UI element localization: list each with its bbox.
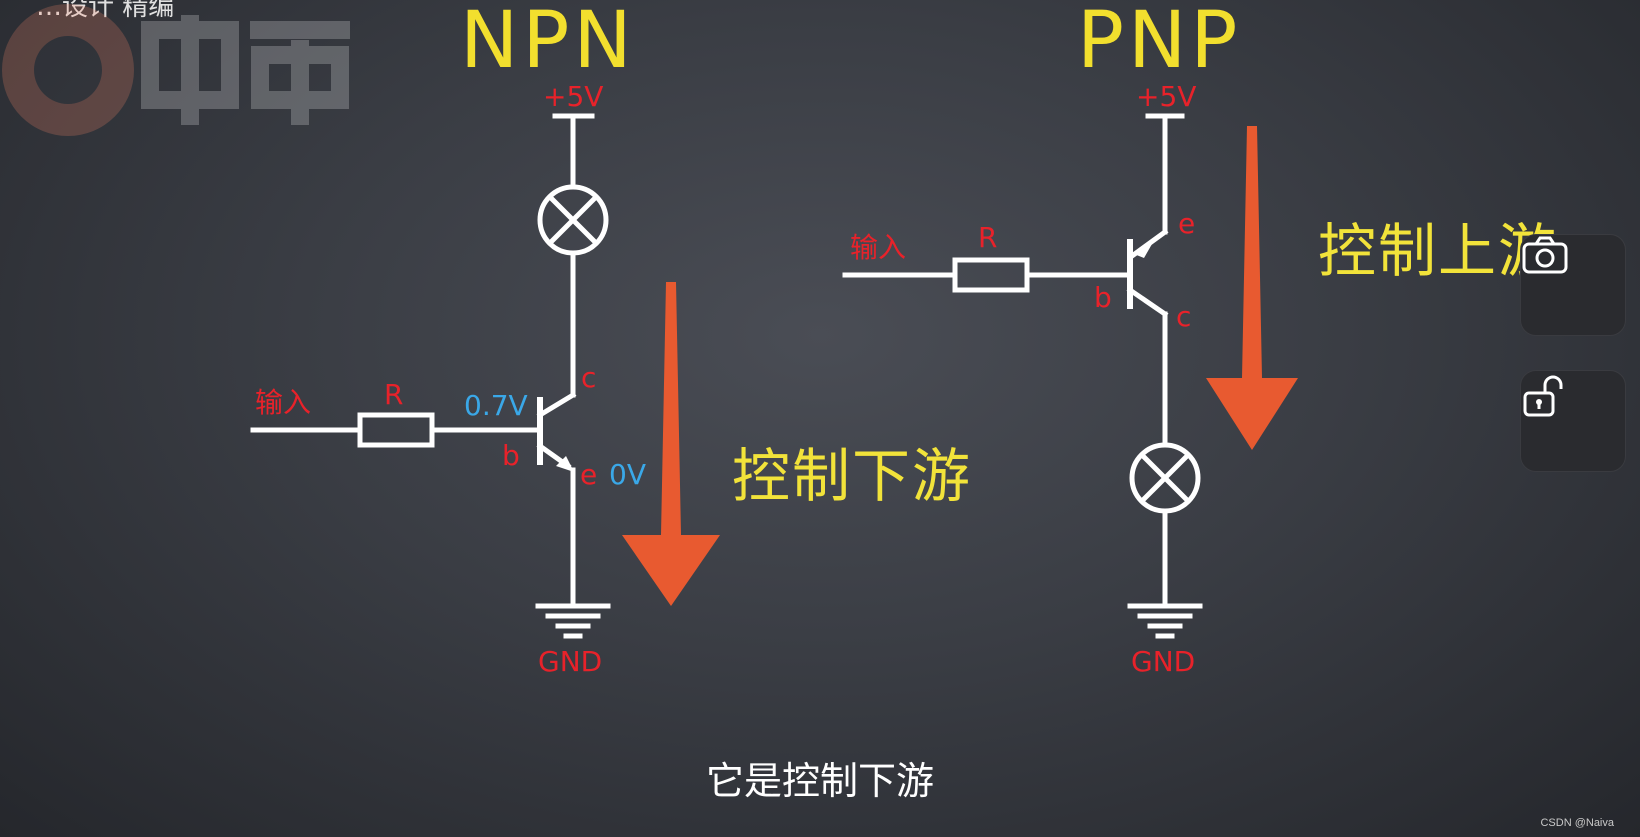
- npn-input-label: 输入: [255, 386, 312, 419]
- pnp-title: PNP: [1077, 0, 1242, 86]
- top-title-fragment: …设计 精编: [36, 0, 175, 22]
- pnp-resistor-label: R: [978, 221, 998, 254]
- npn-pin-e: e: [580, 458, 598, 491]
- npn-title: NPN: [460, 0, 636, 86]
- npn-resistor: [357, 412, 435, 448]
- npn-emitter-arrowhead: [556, 456, 574, 472]
- pnp-caption: 控制上游: [1318, 217, 1559, 285]
- unlock-icon: [1523, 375, 1563, 417]
- npn-down-arrow: [622, 282, 720, 606]
- pnp-resistor: [952, 257, 1030, 293]
- npn-base-voltage: 0.7V: [464, 389, 528, 422]
- npn-vcc-label: +5V: [543, 80, 604, 113]
- pnp-pin-e: e: [1178, 207, 1196, 240]
- pnp-input-label: 输入: [850, 231, 907, 264]
- source-credit: CSDN @Naiva: [1540, 817, 1614, 829]
- npn-resistor-label: R: [384, 378, 404, 411]
- npn-emitter-voltage: 0V: [609, 458, 646, 491]
- pnp-down-arrow: [1206, 126, 1298, 450]
- pnp-pin-b: b: [1094, 281, 1112, 314]
- pnp-vcc-label: +5V: [1136, 80, 1197, 113]
- camera-icon: [1522, 236, 1568, 274]
- video-subtitle: 它是控制下游: [705, 759, 934, 803]
- npn-pin-b: b: [502, 439, 520, 472]
- screenshot-button[interactable]: [1520, 234, 1626, 336]
- watermark-logo: [2, 4, 350, 136]
- pnp-emitter-arrowhead: [1134, 244, 1152, 258]
- npn-pin-c: c: [581, 361, 597, 394]
- pnp-pin-c: c: [1176, 300, 1192, 333]
- npn-caption: 控制下游: [732, 442, 973, 510]
- lock-toggle-button[interactable]: [1520, 370, 1626, 472]
- npn-gnd-label: GND: [538, 645, 603, 678]
- pnp-gnd-label: GND: [1131, 645, 1196, 678]
